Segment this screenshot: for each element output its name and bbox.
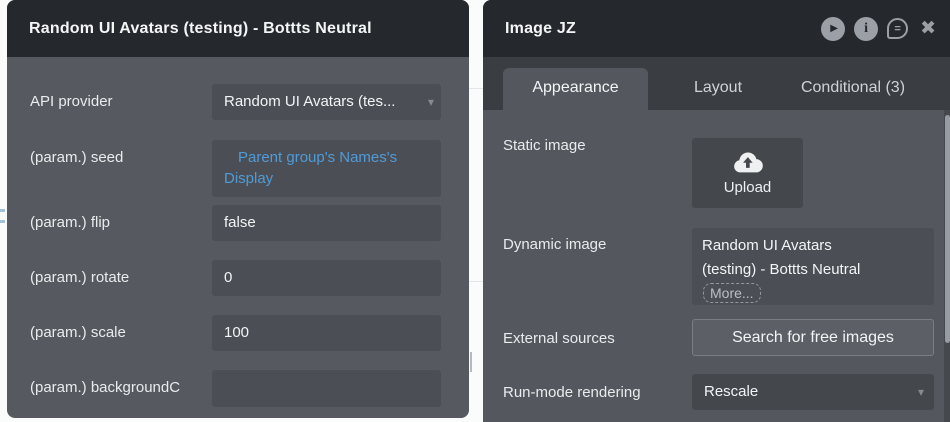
run-mode-value: Rescale bbox=[704, 383, 759, 400]
rotate-input[interactable]: 0 bbox=[212, 260, 441, 296]
play-icon: ▶ bbox=[821, 16, 846, 41]
search-free-images-button[interactable]: Search for free images bbox=[692, 319, 934, 356]
info-icon: i bbox=[854, 16, 879, 41]
background-scrollbar-artifact bbox=[470, 352, 472, 372]
comment-button[interactable]: = bbox=[887, 18, 909, 39]
background-artifact bbox=[0, 220, 5, 223]
search-free-images-label: Search for free images bbox=[732, 328, 894, 346]
left-property-panel: Random UI Avatars (testing) - Bottts Neu… bbox=[7, 0, 469, 418]
comment-icon: = bbox=[887, 18, 909, 39]
cloud-upload-icon bbox=[733, 151, 763, 172]
seed-value: Parent group's Names's Display bbox=[224, 149, 398, 187]
tab-conditional[interactable]: Conditional (3) bbox=[800, 79, 906, 96]
api-provider-value: Random UI Avatars (tes... bbox=[224, 93, 396, 110]
chevron-down-icon: ▾ bbox=[917, 385, 924, 399]
preview-button[interactable]: ▶ bbox=[821, 16, 846, 41]
static-image-label: Static image bbox=[503, 137, 586, 154]
dynamic-image-value: Random UI Avatars (testing) - Bottts Neu… bbox=[702, 237, 861, 278]
chevron-down-icon: ▾ bbox=[427, 95, 434, 109]
close-icon: ✖ bbox=[920, 18, 936, 39]
right-panel-header: Image JZ ▶ i = ✖ bbox=[483, 0, 950, 57]
api-provider-label: API provider bbox=[30, 93, 113, 110]
left-panel-header: Random UI Avatars (testing) - Bottts Neu… bbox=[7, 0, 469, 57]
dynamic-image-label: Dynamic image bbox=[503, 236, 607, 253]
flip-label: (param.) flip bbox=[30, 214, 111, 231]
background-artifact bbox=[0, 209, 5, 212]
header-icons: ▶ i = ✖ bbox=[821, 16, 936, 41]
tab-layout[interactable]: Layout bbox=[693, 79, 743, 96]
tab-appearance[interactable]: Appearance bbox=[503, 68, 648, 110]
flip-input[interactable]: false bbox=[212, 205, 441, 241]
info-button[interactable]: i bbox=[854, 16, 879, 41]
rotate-value: 0 bbox=[224, 269, 233, 286]
rotate-label: (param.) rotate bbox=[30, 269, 130, 286]
upload-button[interactable]: Upload bbox=[692, 138, 803, 208]
scrollbar bbox=[944, 110, 950, 422]
background-artifact bbox=[469, 281, 483, 282]
external-sources-label: External sources bbox=[503, 330, 615, 347]
scrollbar-thumb[interactable] bbox=[945, 115, 950, 343]
tab-bar: Appearance Layout Conditional (3) bbox=[483, 57, 950, 110]
dynamic-image-expression[interactable]: Random UI Avatars (testing) - Bottts Neu… bbox=[692, 228, 934, 305]
scale-label: (param.) scale bbox=[30, 324, 126, 341]
scale-value: 100 bbox=[224, 324, 250, 341]
backgroundc-input[interactable] bbox=[212, 370, 441, 407]
run-mode-dropdown[interactable]: Rescale ▾ bbox=[692, 374, 934, 410]
right-property-panel: Image JZ ▶ i = ✖ Appearance bbox=[483, 0, 950, 422]
background-artifact bbox=[469, 88, 483, 89]
flip-value: false bbox=[224, 214, 256, 231]
scale-input[interactable]: 100 bbox=[212, 315, 441, 351]
api-provider-dropdown[interactable]: Random UI Avatars (tes... ▾ bbox=[212, 84, 441, 120]
run-mode-label: Run-mode rendering bbox=[503, 384, 641, 401]
seed-label: (param.) seed bbox=[30, 149, 124, 166]
right-panel-title: Image JZ bbox=[505, 19, 576, 37]
seed-dynamic-expression[interactable]: Parent group's Names's Display bbox=[212, 140, 441, 197]
more-button[interactable]: More... bbox=[703, 283, 761, 303]
backgroundc-label: (param.) backgroundC bbox=[30, 379, 181, 396]
upload-button-label: Upload bbox=[723, 178, 772, 196]
left-panel-title: Random UI Avatars (testing) - Bottts Neu… bbox=[29, 19, 372, 37]
close-button[interactable]: ✖ bbox=[920, 19, 936, 38]
